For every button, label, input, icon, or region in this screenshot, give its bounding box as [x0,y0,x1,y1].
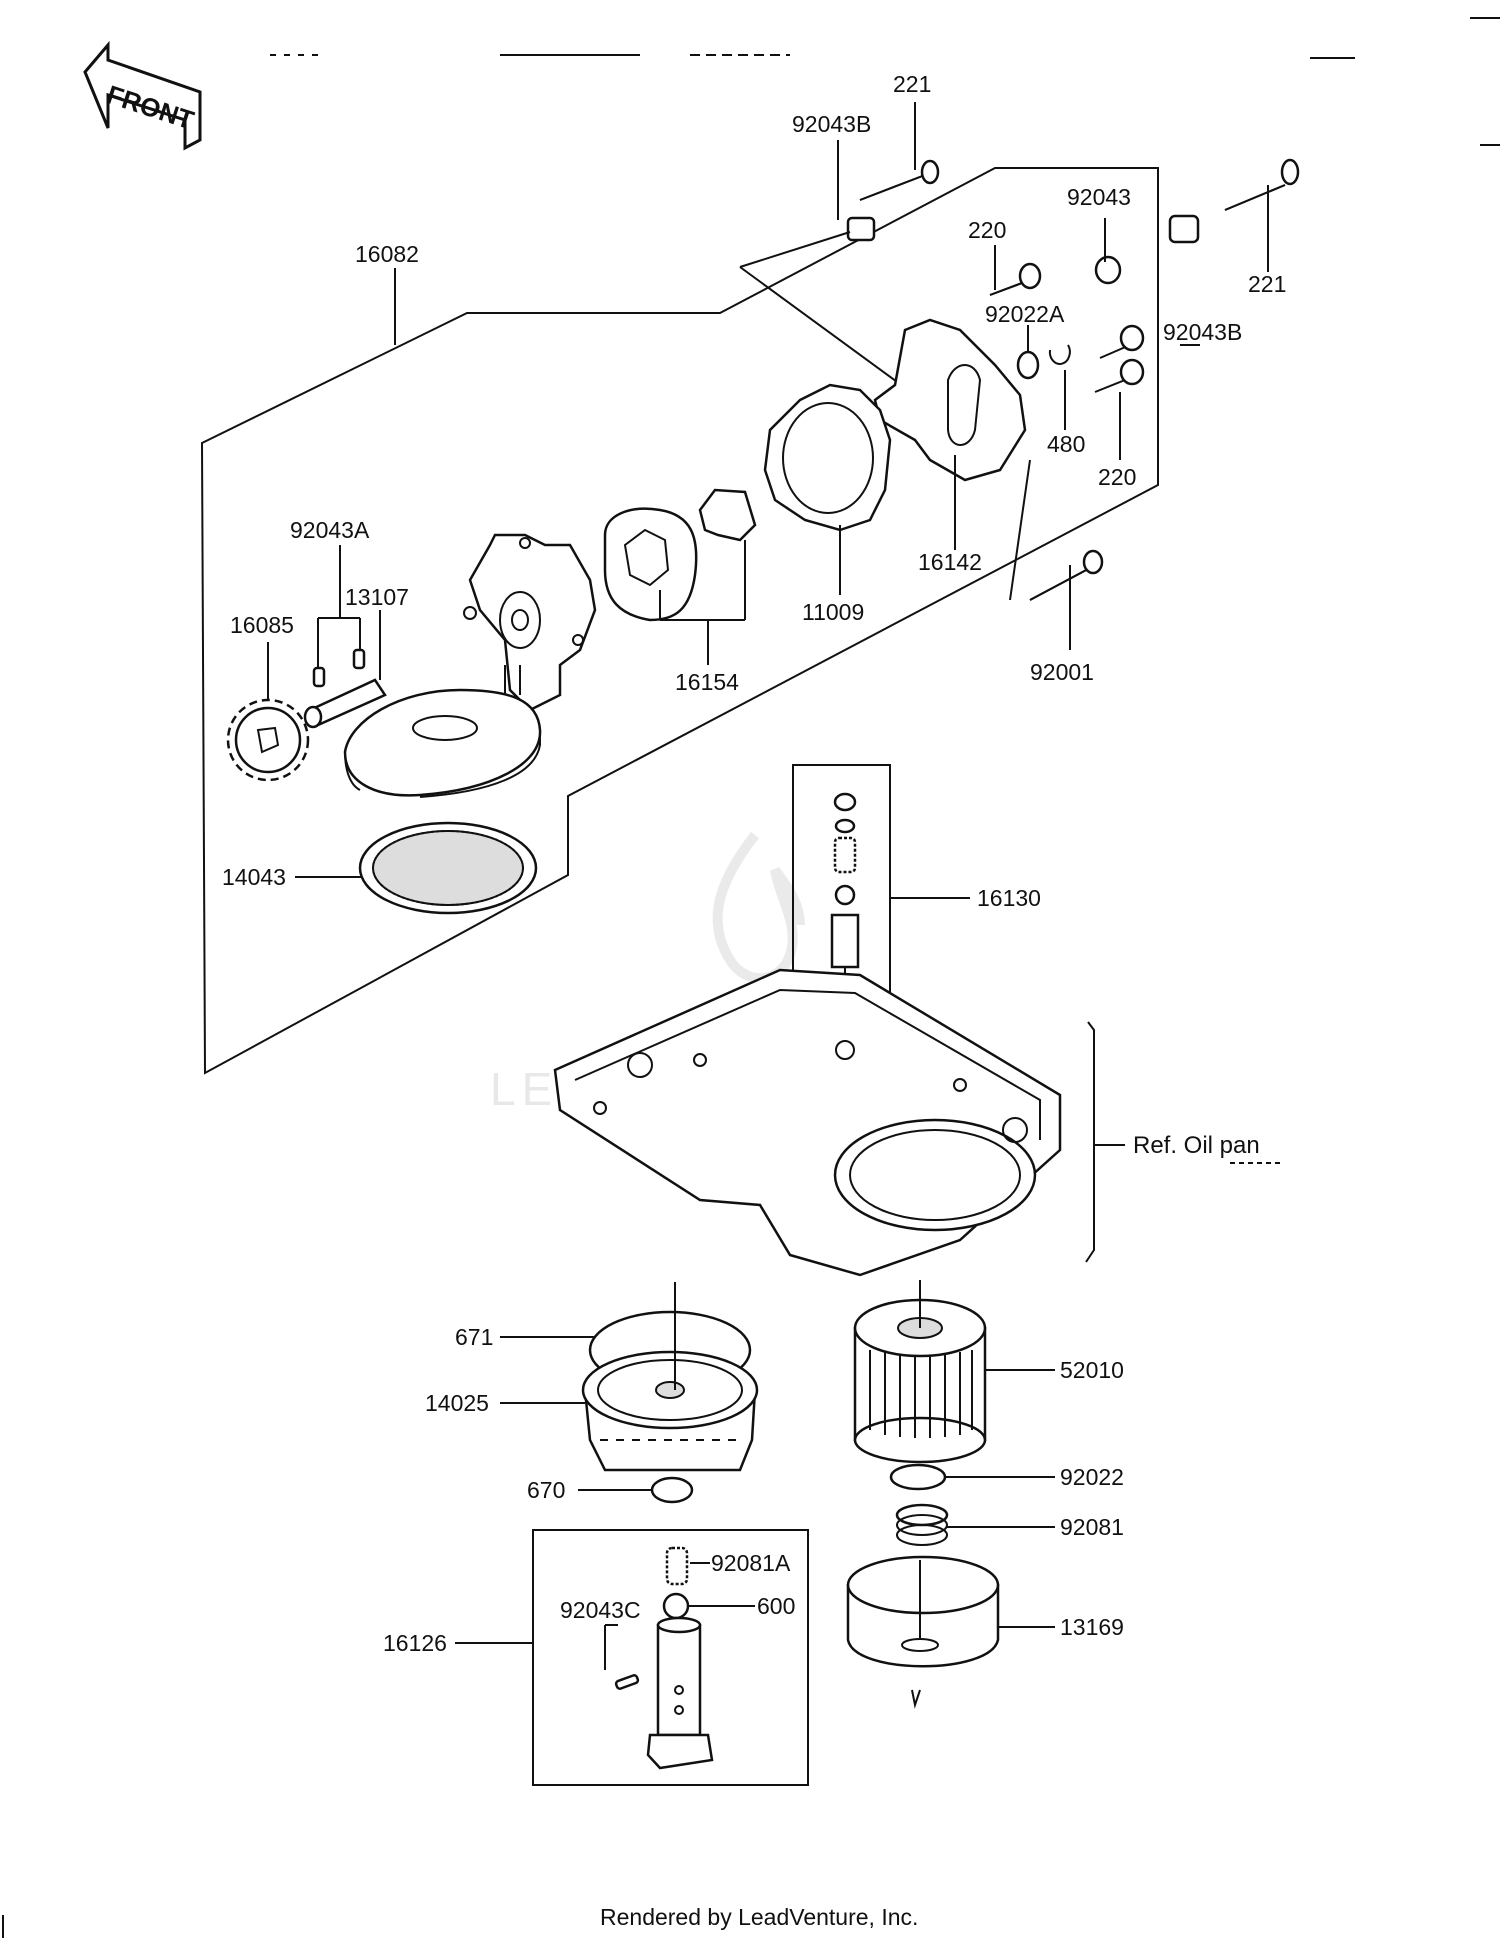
leader-line [739,266,916,396]
outer-rotor-16154 [603,507,698,622]
label-92043b-top: 92043B [792,111,871,137]
filter-bowl-13169 [846,1555,1000,1668]
spring-92081 [895,1503,949,1546]
label-221-right: 221 [1248,271,1286,297]
label-16085: 16085 [230,612,294,638]
pump-body [463,533,597,712]
o-ring-670 [650,1476,694,1504]
label-16126: 16126 [383,1630,447,1656]
label-92022a: 92022A [985,301,1065,327]
washer-92022a [1016,350,1040,380]
label-11009: 11009 [802,599,864,625]
inner-rotor-16154 [698,488,757,542]
label-92043c: 92043C [560,1597,641,1623]
label-92081: 92081 [1060,1514,1124,1540]
reference-oil-pan-label: Ref. Oil pan [1133,1132,1260,1159]
outer-rotor-hex [623,528,670,587]
strainer-housing [343,665,542,798]
bypass-valve-box [532,1529,809,1786]
label-92043a: 92043A [290,517,370,543]
bolt-221-top [859,159,940,201]
relief-valve-16130 [830,792,860,985]
label-16082: 16082 [355,241,419,267]
screen-14043 [358,821,538,915]
filter-cover-14025 [581,1350,759,1472]
label-92022: 92022 [1060,1464,1124,1490]
bolt-92001 [1029,549,1104,601]
label-16154: 16154 [675,669,739,695]
label-220-right: 220 [1098,464,1136,490]
label-670: 670 [527,1477,565,1503]
pump-cover-16142 [873,318,1027,482]
bolts-220-right [1094,324,1145,393]
label-600: 600 [757,1593,795,1619]
label-92001: 92001 [1030,659,1094,685]
arrow-icon [911,1689,921,1709]
oil-filter-52010 [853,1298,987,1464]
sprocket-16085 [226,698,310,782]
part-labels: 221 92043B 16082 220 92043 221 92022A 92… [222,71,1286,1656]
label-16142: 16142 [918,549,982,575]
collar-92043b-top [846,216,876,242]
label-14043: 14043 [222,864,286,890]
washer-92022 [889,1463,947,1491]
oil-pan [553,968,1062,1277]
label-14025: 14025 [425,1390,489,1416]
label-92043: 92043 [1067,184,1131,210]
label-221-top: 221 [893,71,931,97]
clip-480 [1048,344,1071,365]
front-arrow-icon: FRONT [83,40,202,151]
top-margin-marks [270,17,1500,146]
watermark-flame-icon [712,831,805,984]
label-480: 480 [1047,431,1085,457]
pump-cover-slot [947,364,982,446]
collar-92043 [1094,255,1122,285]
gasket-inner [782,402,874,514]
bolt-221-right [1224,158,1300,211]
label-92043b-right: 92043B [1163,319,1242,345]
label-52010: 52010 [1060,1357,1124,1383]
pin-92043a-right [352,648,366,670]
gasket-11009 [763,383,892,532]
oil-pump-assembly-outline [200,167,1159,1075]
label-13169: 13169 [1060,1614,1124,1640]
oil-pan-bracket [1085,1021,1095,1263]
leader-line [739,231,851,268]
label-92081a: 92081A [711,1550,791,1576]
pin-92043c [614,1674,640,1690]
collar-92043b-right [1168,214,1200,244]
pin-92043a-left [312,666,326,688]
label-13107: 13107 [345,584,409,610]
leader-lines [267,102,1269,1670]
label-671: 671 [455,1324,493,1350]
bypass-valve-16126 [646,1546,714,1770]
label-220-top: 220 [968,217,1006,243]
bolt-220-top [989,262,1042,296]
label-16130: 16130 [977,885,1041,911]
footer-credit: Rendered by LeadVenture, Inc. [600,1904,918,1930]
shaft-13107 [303,678,387,729]
